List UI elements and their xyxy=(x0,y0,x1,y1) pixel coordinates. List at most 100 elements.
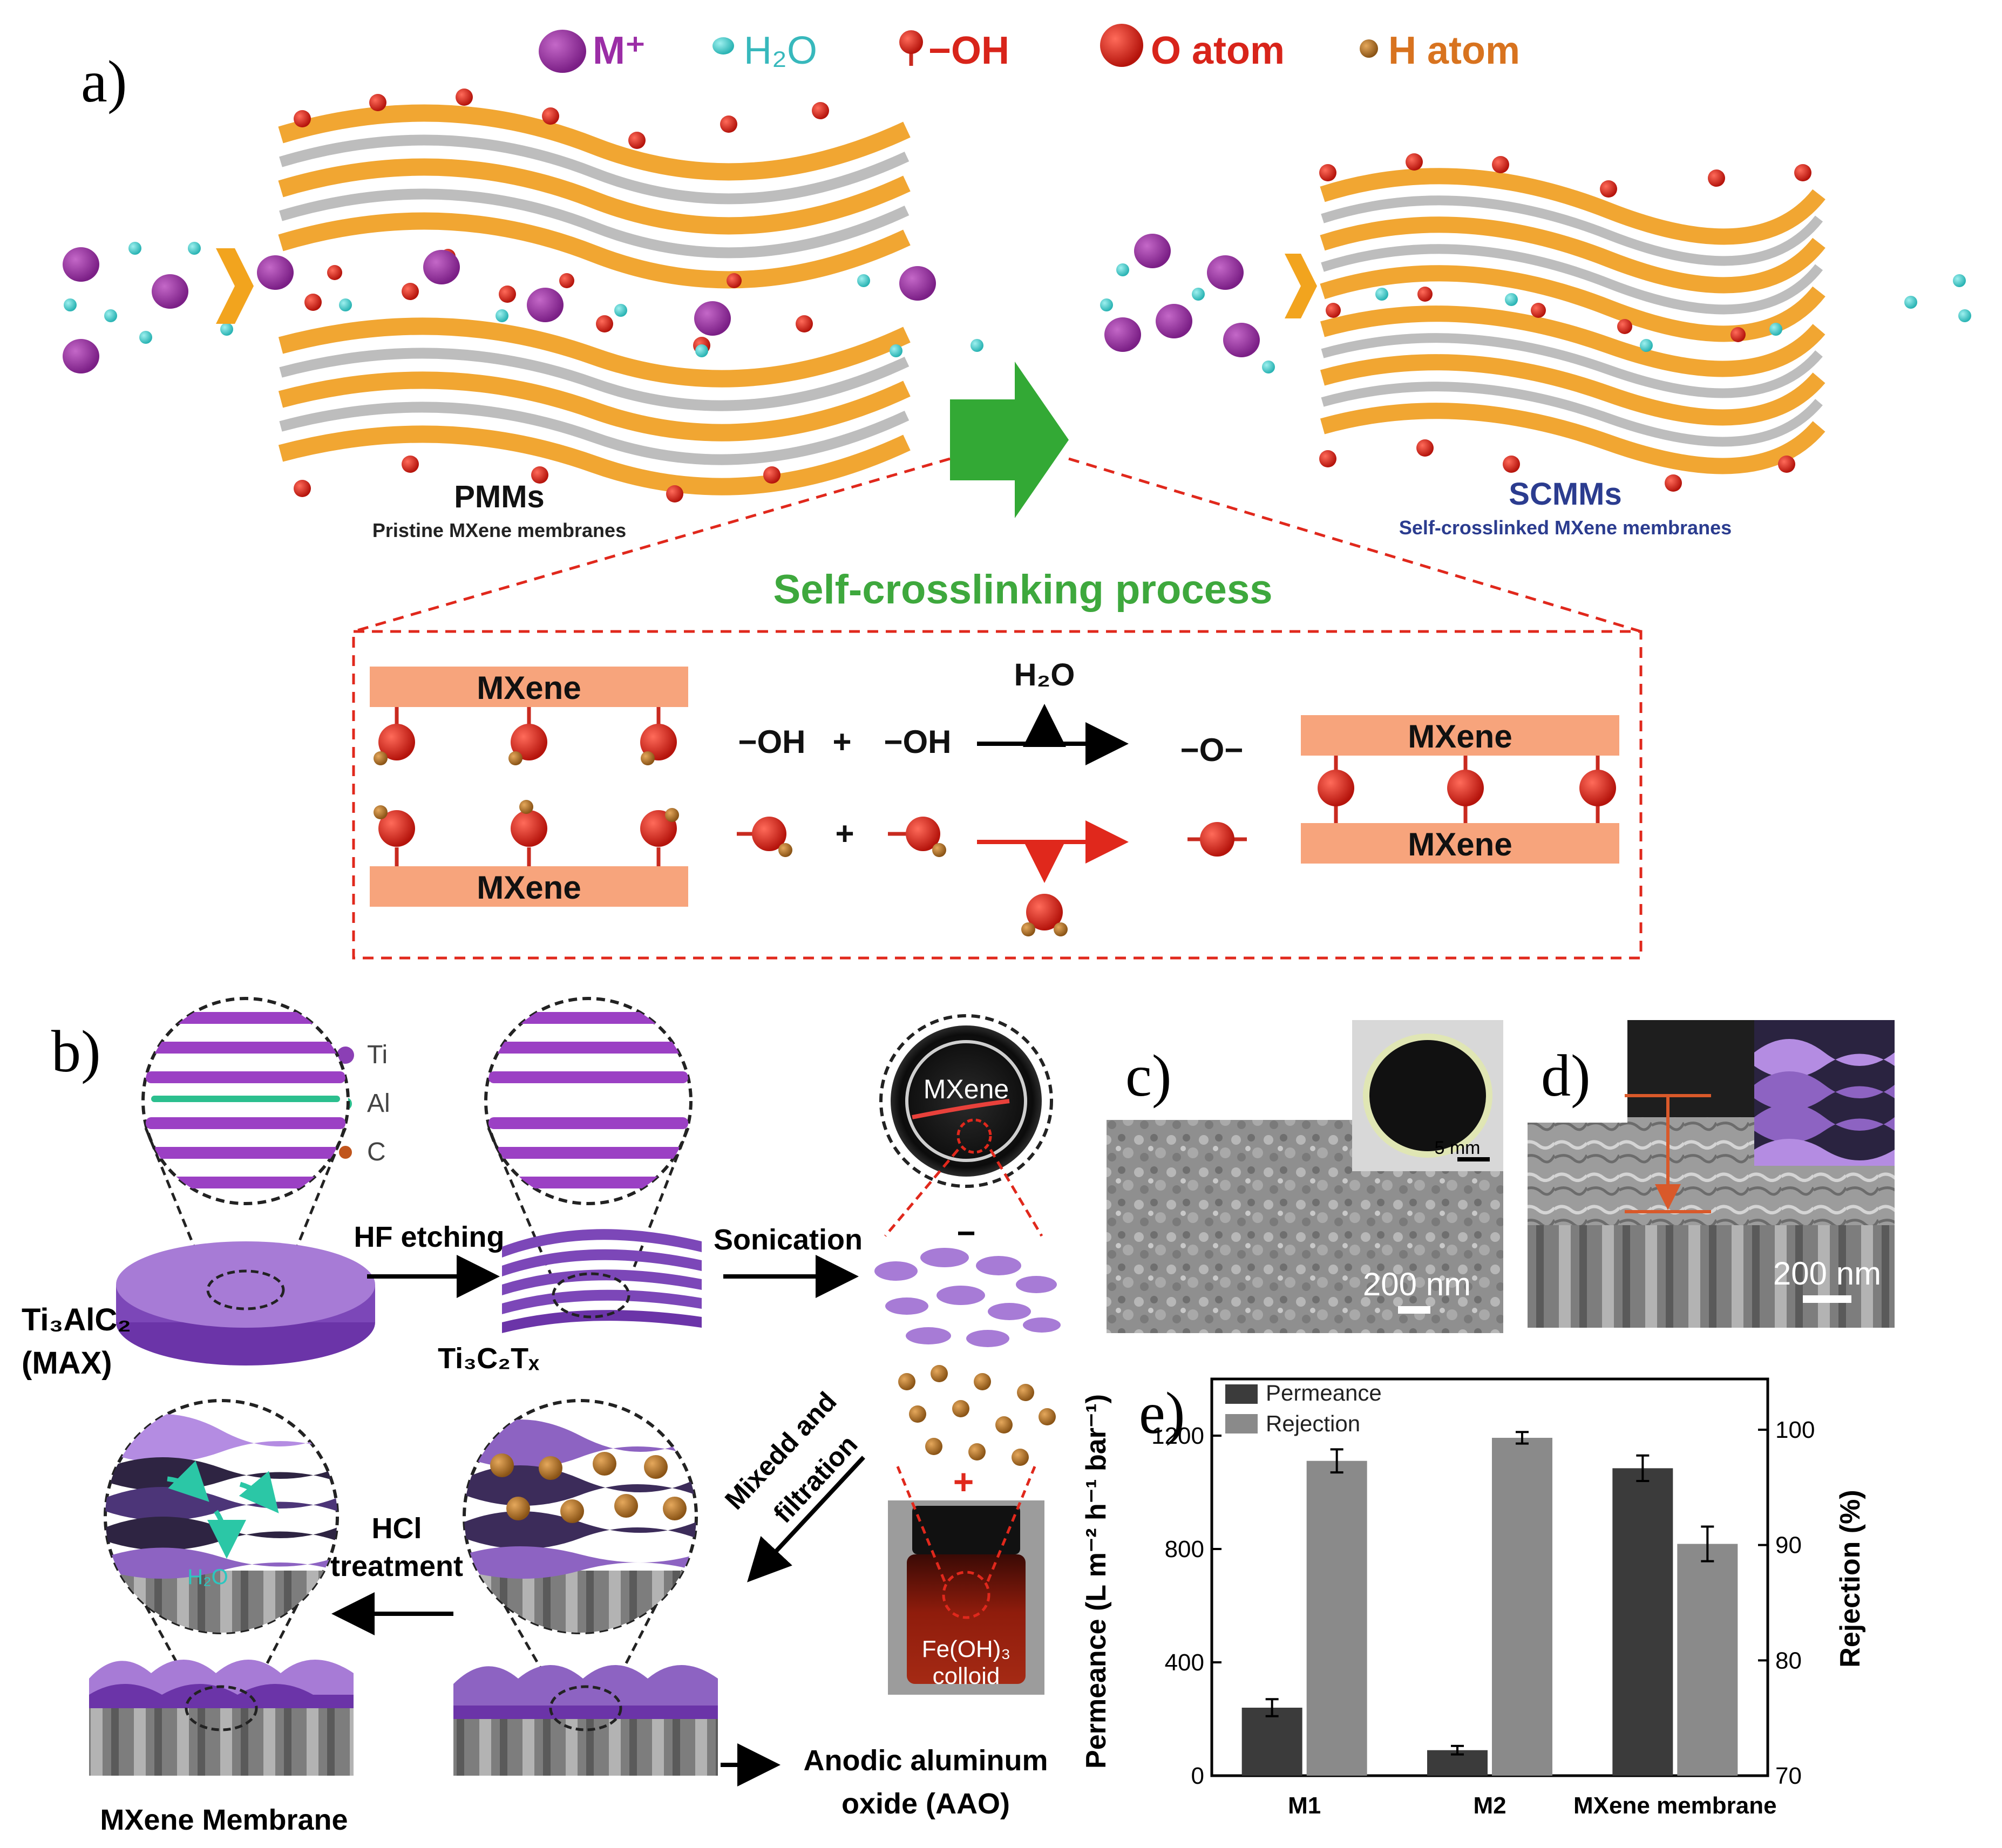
panel-c-scale-label: 200 nm xyxy=(1363,1266,1471,1302)
max-label-line1: Ti₃AlC₂ xyxy=(22,1302,131,1337)
y2-tick-label: 70 xyxy=(1775,1763,1802,1789)
flow-arrow-right-icon xyxy=(1285,254,1317,318)
aao-label-line2: oxide (AAO) xyxy=(841,1788,1010,1820)
pmms-title: PMMs xyxy=(454,479,545,514)
chart-plot-frame xyxy=(1210,1377,1769,1777)
self-crosslinking-arrow-icon xyxy=(950,362,1069,518)
bar-permeance-1 xyxy=(1241,1708,1302,1776)
ions-flow-left xyxy=(63,242,983,373)
h2o-legend-icon xyxy=(712,37,734,55)
mxene-layer-top-right xyxy=(1301,715,1619,756)
bar-rejection-2 xyxy=(1492,1437,1552,1776)
flakes-minus-label: − xyxy=(956,1215,975,1251)
panel-c-label: c) xyxy=(1125,1043,1171,1109)
mxene-layer-bottom-right xyxy=(1301,823,1619,864)
ti-legend-icon xyxy=(337,1047,354,1064)
oh-right-label: −OH xyxy=(884,724,951,760)
h-atom-legend-icon xyxy=(1360,39,1378,58)
mxene-label-bottom-right: MXene xyxy=(1408,826,1512,862)
error-bar-rejection-2 xyxy=(1516,1431,1529,1445)
legend-al: Al xyxy=(367,1089,390,1118)
panel-d: d) 200 nm xyxy=(1528,1020,1895,1328)
c-legend-icon xyxy=(339,1146,352,1159)
feoh3-label-line2: colloid xyxy=(933,1663,1000,1689)
mxene-label-top-left: MXene xyxy=(477,670,581,706)
panel-d-label: d) xyxy=(1541,1043,1591,1109)
flow-arrow-left-icon xyxy=(216,248,254,324)
y2-tick-label: 90 xyxy=(1775,1532,1802,1559)
h2o-flow-label: H₂O xyxy=(187,1565,228,1589)
max-crystal-zoom xyxy=(141,997,350,1205)
process-zoom-outline xyxy=(352,457,1643,960)
legend-h2o: H₂O xyxy=(744,29,817,72)
mxene-flakes-icon xyxy=(874,1248,1061,1347)
y-tick-label: 1200 xyxy=(1151,1423,1204,1449)
legend-permeance-label: Permeance xyxy=(1266,1380,1382,1405)
panel-c: c) 5 mm 200 nm xyxy=(1107,1020,1503,1333)
panel-b: b) Ti Al C Ti₃AlC₂ xyxy=(22,997,1061,1836)
oh-molecule-a xyxy=(737,817,792,857)
mxene-membrane-block xyxy=(89,1660,354,1776)
oh-molecule-b xyxy=(888,817,946,857)
inset-scale-label: 5 mm xyxy=(1435,1138,1481,1158)
mxene-membrane-label: MXene Membrane xyxy=(100,1804,348,1836)
legend-o-atom: O atom xyxy=(1151,29,1285,72)
legend-ti: Ti xyxy=(367,1041,388,1069)
legend-h-atom: H atom xyxy=(1388,29,1520,72)
oh-groups-left xyxy=(374,707,679,866)
oh-legend-icon xyxy=(899,30,923,66)
o-atom-legend-icon xyxy=(1100,24,1143,67)
membrane-structure-inset xyxy=(1754,1020,1895,1166)
ti3c2tx-stack-icon xyxy=(502,1229,702,1333)
zoom-lines-vial xyxy=(884,1149,1043,1237)
x-tick-label: M1 xyxy=(1288,1792,1321,1819)
x-tick-label: M2 xyxy=(1473,1792,1506,1819)
mxene-layer-bottom-left xyxy=(370,866,688,907)
panel-a-label: a) xyxy=(81,49,127,114)
oh-left-label: −OH xyxy=(738,724,805,760)
feoh3-label-line1: Fe(OH)₃ xyxy=(922,1636,1011,1662)
hcl-label-line1: HCl xyxy=(372,1512,422,1545)
bar-rejection-1 xyxy=(1306,1460,1367,1776)
hcl-label-line2: treatment xyxy=(330,1550,463,1582)
ions-flow-right xyxy=(1100,234,1971,373)
scmms-subtitle: Self-crosslinked MXene membranes xyxy=(1399,517,1732,539)
chart-bars: M1 M2 MXene membrane xyxy=(1241,1431,1777,1819)
zoom-lines-ti3c2tx xyxy=(487,1127,690,1274)
legend-rejection-swatch xyxy=(1225,1414,1258,1433)
sonication-label: Sonication xyxy=(714,1224,863,1256)
x-tick-label: MXene membrane xyxy=(1573,1792,1777,1819)
mxene-vial-photo xyxy=(879,1014,1053,1188)
bar-rejection-3 xyxy=(1677,1544,1738,1776)
y2-tick-label: 100 xyxy=(1775,1417,1815,1443)
legend-permeance-swatch xyxy=(1225,1384,1258,1404)
mxene-label-top-right: MXene xyxy=(1408,718,1512,755)
feoh3-vial-photo xyxy=(888,1500,1044,1695)
panel-b-label: b) xyxy=(51,1018,101,1084)
legend-oh: −OH xyxy=(928,29,1009,72)
panel-e-label: e) xyxy=(1139,1380,1185,1446)
error-bar-rejection-1 xyxy=(1330,1448,1343,1474)
crosslinks-right xyxy=(1318,756,1616,823)
max-block-icon xyxy=(116,1241,375,1365)
panel-a-legend: M⁺ H₂O −OH O atom H atom xyxy=(539,24,1520,73)
error-bar-permeance-2 xyxy=(1451,1744,1464,1756)
plus-label-bottom: + xyxy=(835,816,854,852)
y-tick-label: 800 xyxy=(1165,1536,1204,1562)
panel-d-scale-bar xyxy=(1803,1295,1851,1303)
water-molecule-icon xyxy=(1021,894,1068,936)
mxene-label-bottom-left: MXene xyxy=(477,869,581,906)
o-bridge-molecule xyxy=(1187,822,1247,857)
chart-legend: Permeance Rejection xyxy=(1225,1380,1382,1436)
filtration-arrow-icon xyxy=(747,1456,865,1582)
membrane-feoh3-block xyxy=(453,1665,718,1776)
panel-e-chart: e) Permeance Rejection M1 M2 MXene membran… xyxy=(1081,1377,1866,1819)
error-bar-permeance-3 xyxy=(1636,1454,1650,1482)
membrane-photo-inset xyxy=(1352,1020,1503,1171)
feoh3-plus-label: + xyxy=(953,1462,974,1502)
m-plus-legend-icon xyxy=(539,30,586,73)
pmms-membrane-illustration xyxy=(278,89,911,502)
panel-a: a) M⁺ H₂O −OH O atom H atom xyxy=(63,24,1971,960)
